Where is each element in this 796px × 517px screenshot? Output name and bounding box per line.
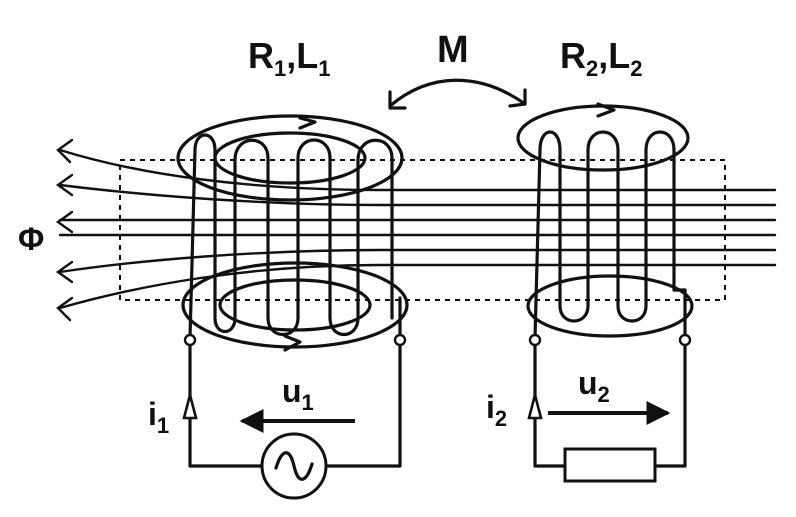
coil1-label: R1,L1 <box>248 35 331 81</box>
current2-label: i2 <box>486 389 507 431</box>
current1-label: i1 <box>148 396 169 438</box>
flux-lines <box>55 138 777 322</box>
primary-coil <box>176 114 409 468</box>
voltage1-label: u1 <box>282 373 314 415</box>
mutual-arc <box>388 78 527 110</box>
flux-label: Φ <box>18 221 44 257</box>
core-outline <box>119 159 726 301</box>
mutual-label: M <box>437 29 469 71</box>
secondary-coil <box>516 102 694 468</box>
coil2-label: R2,L2 <box>560 35 643 81</box>
voltage2-label: u2 <box>578 365 610 407</box>
flux-symbol: Φ <box>18 221 44 257</box>
current-arrow-1 <box>182 389 198 420</box>
resistor-icon <box>563 447 657 483</box>
current-arrow-2 <box>527 389 543 420</box>
ac-source-icon <box>260 432 328 500</box>
